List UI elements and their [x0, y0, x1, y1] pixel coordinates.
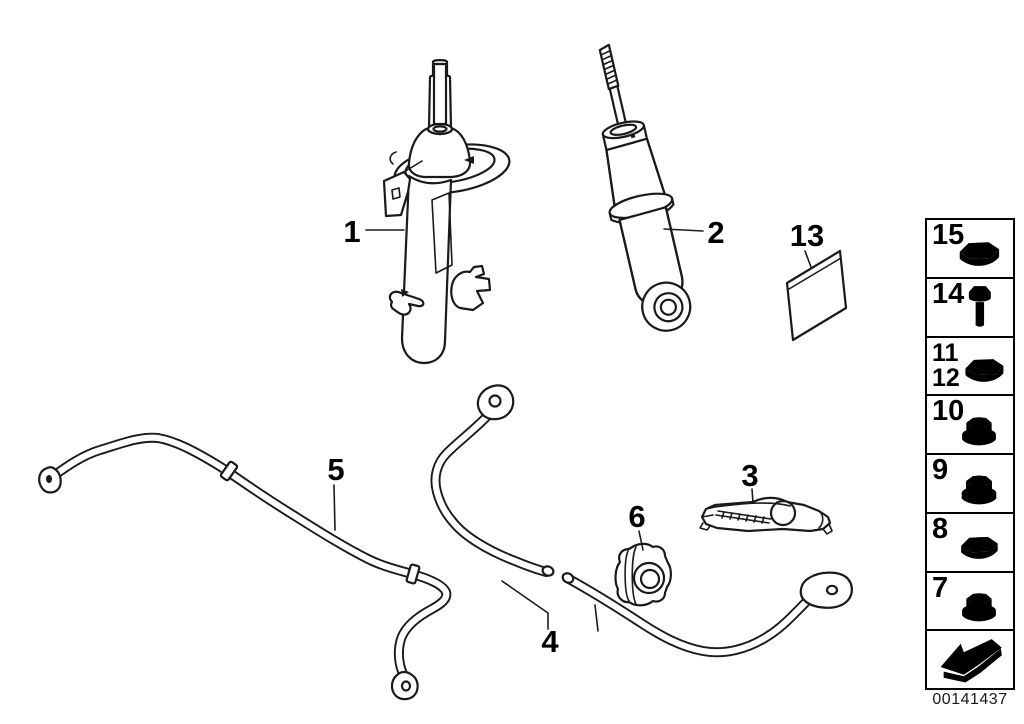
lock-nut-icon	[951, 228, 1007, 274]
part-drawing-4-rear-stabilizer	[430, 384, 853, 658]
leader-lines	[333, 228, 812, 632]
leader-line-2	[663, 228, 704, 232]
leader-line-4b	[594, 604, 599, 632]
callout-3[interactable]: 3	[741, 458, 758, 493]
legend-number-11-12: 11 12	[932, 338, 960, 392]
flange-nut-icon	[952, 581, 1006, 625]
legend-row-9[interactable]: 9	[927, 455, 1013, 514]
part-drawing-1-front-strut	[382, 59, 511, 365]
leader-line-13	[804, 250, 812, 268]
legend-number-9: 9	[932, 454, 949, 486]
legend-number-14: 14	[932, 277, 965, 310]
leader-line-4a	[501, 580, 549, 630]
legend-number-8: 8	[932, 512, 949, 545]
leader-line-3	[751, 488, 754, 504]
legend-row-8[interactable]: 8	[927, 512, 1013, 573]
legend-number-10: 10	[932, 395, 965, 428]
part-drawing-3-clamp	[699, 496, 833, 535]
legend-number-11: 11	[932, 338, 959, 367]
legend-number-15: 15	[932, 219, 965, 251]
hex-bolt-icon	[958, 281, 1000, 335]
leader-line-6	[638, 530, 644, 551]
lock-nut-icon	[957, 345, 1011, 390]
callout-4[interactable]: 4	[541, 624, 559, 659]
legend-row-7[interactable]: 7	[927, 571, 1013, 632]
image-number: 00141437	[932, 691, 1008, 708]
lock-nut-icon	[953, 523, 1005, 567]
fasteners-legend: 15 14 11 12 10 9 8 7	[925, 218, 1015, 690]
part-drawing-2-rear-shock	[598, 43, 692, 332]
callout-5[interactable]: 5	[327, 452, 344, 487]
legend-row-14[interactable]: 14	[927, 277, 1013, 338]
callout-2[interactable]: 2	[707, 215, 724, 250]
legend-row-15[interactable]: 15	[927, 220, 1013, 279]
flange-nut-icon	[951, 463, 1007, 508]
part-drawing-13-plate	[785, 249, 848, 342]
callout-1[interactable]: 1	[343, 214, 360, 249]
flange-lock-nut-icon	[952, 405, 1006, 449]
leader-line-5	[333, 484, 336, 531]
legend-number-7: 7	[932, 571, 949, 604]
direction-arrow-icon	[931, 636, 1009, 684]
part-drawing-5-front-stabilizer	[38, 432, 452, 701]
callout-13[interactable]: 13	[790, 218, 824, 253]
part-drawing-6-rubber-mount	[614, 542, 672, 607]
legend-number-12: 12	[932, 364, 960, 392]
legend-row-10[interactable]: 10	[927, 396, 1013, 455]
callout-6[interactable]: 6	[628, 499, 645, 534]
legend-row-direction[interactable]	[927, 631, 1013, 688]
legend-row-11-12[interactable]: 11 12	[927, 337, 1013, 397]
